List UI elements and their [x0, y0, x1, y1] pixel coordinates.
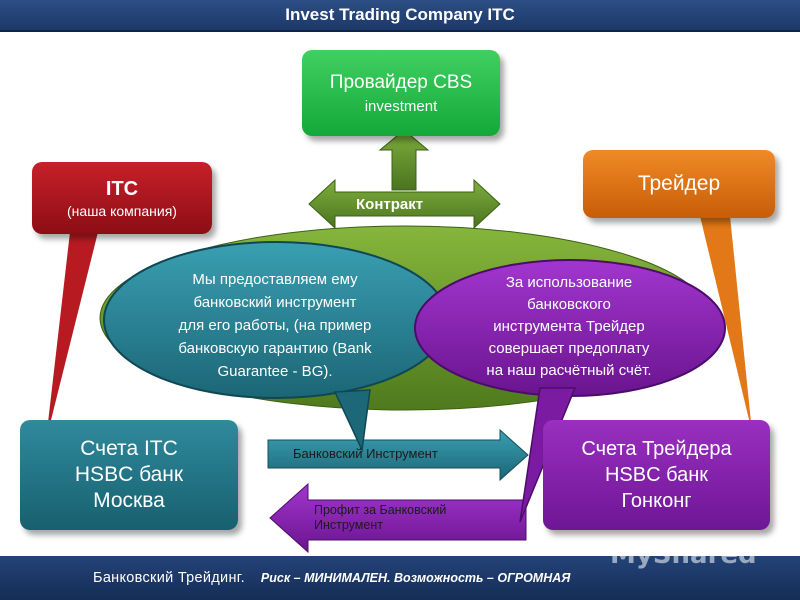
- itc-accounts-line3: Москва: [93, 489, 165, 512]
- bubble-right-line: инструмента Трейдер: [493, 318, 645, 335]
- contract-arrow: [308, 178, 501, 230]
- itc-pointer: [46, 232, 98, 440]
- bubble-right-text: За использование банковского инструмента…: [440, 272, 698, 382]
- bubble-left-line: Guarantee - BG).: [217, 363, 333, 380]
- itc-title: ITC: [105, 177, 139, 200]
- provider-up-arrow: [378, 129, 430, 191]
- provider-box: Провайдер CBS investment: [302, 50, 500, 136]
- bubble-left-line: для его работы, (на пример: [178, 317, 372, 334]
- header-title: Invest Trading Company ITC: [285, 5, 515, 24]
- itc-accounts-line2: HSBC банк: [74, 463, 184, 486]
- footer-lead: Банковский Трейдинг.: [93, 570, 245, 586]
- bubble-left-line: банковскую гарантию (Bank: [178, 340, 372, 357]
- bubble-right-line: банковского: [527, 296, 611, 313]
- bubble-right-line: на наш расчётный счёт.: [486, 362, 652, 379]
- bubble-right-line: совершает предоплату: [488, 340, 650, 357]
- bubble-left-tail: [333, 389, 371, 453]
- bubble-left-line: Мы предоставляем ему: [192, 271, 358, 288]
- provider-subtitle: investment: [364, 97, 438, 115]
- bubble-right-line: За использование: [505, 274, 633, 291]
- trader-box: Трейдер: [583, 150, 775, 218]
- provider-title: Провайдер CBS: [329, 71, 473, 93]
- itc-accounts-box: Счета ITC HSBC банк Москва: [20, 420, 238, 530]
- header-bar: Invest Trading Company ITC: [0, 0, 800, 32]
- footer-bar: Банковский Трейдинг. Риск – МИНИМАЛЕН. В…: [0, 556, 800, 600]
- trader-pointer: [700, 216, 752, 432]
- contract-label: Контракт: [356, 196, 424, 213]
- itc-accounts-line1: Счета ITC: [80, 437, 178, 460]
- profit-label: Профит за Банковский Инструмент: [314, 503, 447, 532]
- itc-box: ITC (наша компания): [32, 162, 212, 234]
- profit-arrow: [269, 482, 527, 554]
- itc-subtitle: (наша компания): [67, 202, 177, 219]
- bubble-left-line: банковский инструмент: [193, 294, 357, 311]
- trader-accounts-line3: Гонконг: [621, 490, 692, 512]
- footer-tail: Риск – МИНИМАЛЕН. Возможность – ОГРОМНАЯ: [260, 571, 571, 585]
- bubble-left-text: Мы предоставляем ему банковский инструме…: [130, 268, 420, 383]
- trader-accounts-line2: HSBC банк: [604, 464, 709, 486]
- watermark-logo: MyShared: [610, 540, 757, 570]
- trader-accounts-box: Счета Трейдера HSBC банк Гонконг: [543, 420, 770, 530]
- trader-title: Трейдер: [637, 172, 721, 195]
- bank-instrument-label: Банковский Инструмент: [293, 446, 438, 461]
- trader-accounts-line1: Счета Трейдера: [581, 438, 732, 460]
- bank-instrument-arrow: [267, 428, 529, 482]
